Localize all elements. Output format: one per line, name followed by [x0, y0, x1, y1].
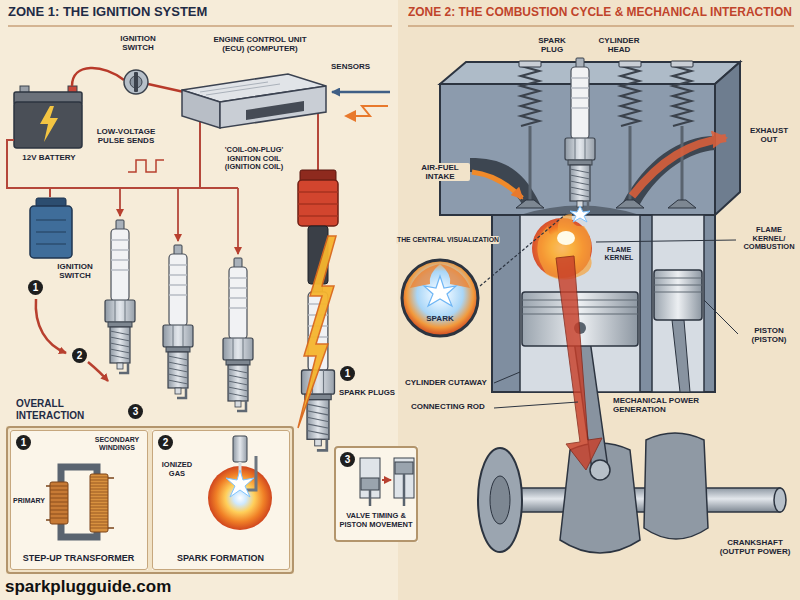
flow-label: EXHAUST OUT — [742, 126, 796, 144]
battery — [14, 86, 82, 148]
part-label: SPARK — [415, 314, 465, 323]
panel-title: STEP-UP TRANSFORMER — [11, 553, 146, 563]
inset-panel: 1PRIMARY SECONDARY WINDINGS STEP-UP TRANSF… — [10, 430, 148, 570]
leader-lines — [480, 214, 738, 408]
ignition-coil — [298, 170, 338, 428]
coil-pack — [30, 198, 72, 258]
callout-number: 2 — [158, 435, 173, 450]
ignition-key — [124, 70, 148, 94]
part-label: PISTON (PISTON) — [742, 326, 796, 344]
part-label: CYLINDER CUTAWAY — [404, 378, 488, 387]
callout-number: 1 — [16, 435, 31, 450]
crankshaft — [478, 433, 786, 553]
overview-box: OVERALL INTERACTION1PRIMARYSECONDARY WIN… — [6, 426, 294, 574]
inset-panels — [6, 426, 418, 574]
watermark: sparkplugguide.com — [4, 577, 172, 597]
spark-formation — [208, 436, 272, 530]
valves — [516, 61, 696, 208]
circle-outline — [400, 258, 480, 338]
part-label: SPARK PLUGS — [338, 388, 396, 397]
spark-plugs — [105, 220, 335, 450]
inset-panel: 3VALVE TIMING & PISTON MOVEMENT — [334, 446, 418, 542]
visualization-circle: THE CENTRAL VISUALIZATIONSPARK — [400, 258, 480, 338]
part-label: FLAME KERNEL — [600, 246, 638, 262]
sensor-arrows — [332, 92, 390, 116]
part-label: IGNITION SWITCH — [44, 262, 106, 280]
callout-number: 2 — [72, 348, 87, 363]
part-label: 12V BATTERY — [12, 153, 86, 162]
callout-number: 3 — [128, 404, 143, 419]
signal-label: LOW-VOLTAGE PULSE SENDS — [88, 127, 164, 145]
panel-title: VALVE TIMING & PISTON MOVEMENT — [338, 512, 414, 529]
flow-arrows — [472, 138, 726, 470]
part-label: CYLINDER HEAD — [590, 36, 648, 54]
flow-label: AIR-FUEL INTAKE — [410, 163, 470, 181]
ecu — [182, 74, 326, 128]
part-label: SENSORS — [330, 62, 371, 71]
part-label: 'COIL-ON-PLUG' IGNITION COIL (IGNITION C… — [214, 146, 294, 172]
part-label: SPARK PLUG — [528, 36, 576, 54]
callout-heading: THE CENTRAL VISUALIZATION — [396, 236, 500, 244]
part-label: SECONDARY WINDINGS — [89, 436, 145, 452]
section-heading: OVERALL INTERACTION — [16, 398, 108, 421]
part-label: IGNITION SWITCH — [106, 34, 170, 52]
zone2-plug — [565, 58, 595, 222]
part-label: CRANKSHAFT (OUTPUT POWER) — [712, 538, 798, 556]
part-label: ENGINE CONTROL UNIT (ECU) (COMPUTER) — [212, 35, 308, 53]
valve-timing — [360, 458, 414, 506]
callout-number: 1 — [340, 366, 355, 381]
zone-panel: ZONE 2: THE COMBUSTION CYCLE & MECHANICA… — [398, 0, 800, 600]
part-label: PRIMARY — [13, 497, 45, 505]
zone-panel: ZONE 1: THE IGNITION SYSTEM OVERALL INTER… — [0, 0, 398, 600]
callout-number: 3 — [340, 452, 355, 467]
part-label: IONIZED GAS — [154, 461, 200, 478]
part-label: CONNECTING ROD — [410, 402, 486, 411]
panel-title: SPARK FORMATION — [153, 553, 288, 563]
zone-heading: ZONE 2: THE COMBUSTION CYCLE & MECHANICA… — [408, 5, 792, 20]
transformer — [46, 467, 114, 537]
zone-heading: ZONE 1: THE IGNITION SYSTEM — [8, 5, 207, 20]
part-label: FLAME KERNEL/ COMBUSTION — [740, 226, 798, 252]
inset-panel: 2IONIZED GAS SPARK FORMATION — [152, 430, 290, 570]
part-label: MECHANICAL POWER GENERATION — [612, 396, 706, 414]
callout-number: 1 — [28, 280, 43, 295]
